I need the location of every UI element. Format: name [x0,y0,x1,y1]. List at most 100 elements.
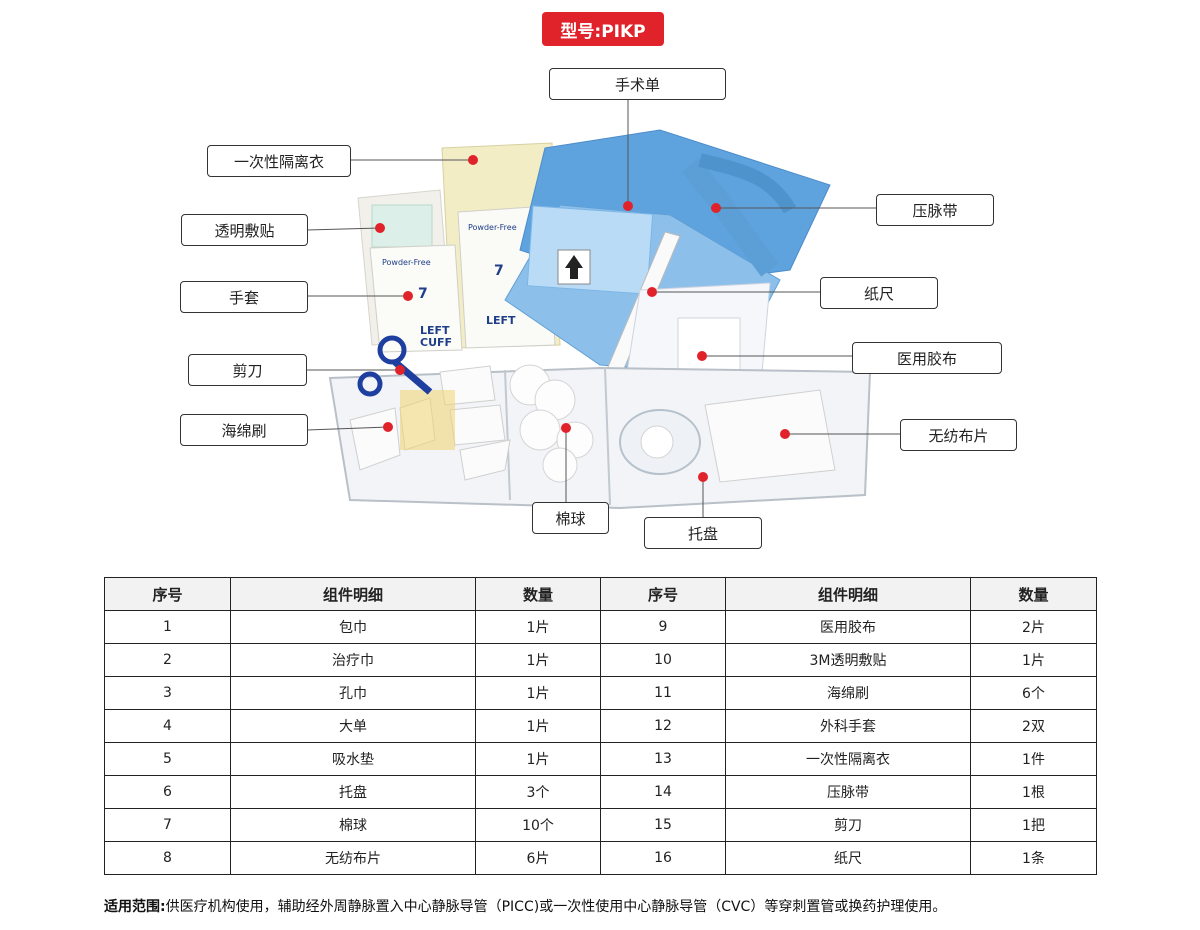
callout-scissors: 剪刀 [188,354,307,386]
callout-transparent-dressing: 透明敷贴 [181,214,308,246]
table-cell: 5 [104,742,231,776]
arrow-up-icon [565,255,583,279]
table-row: 1 包巾 1片 9 医用胶布 2片 [104,610,1097,644]
table-cell: 1片 [475,676,601,710]
table-cell: 1根 [970,775,1097,809]
callout-tray: 托盘 [644,517,762,549]
glove-print-powder-free-right: Powder-Free [468,223,517,232]
callout-gloves: 手套 [180,281,308,313]
table-cell: 剪刀 [725,808,971,842]
glove-print-cuff-line2: CUFF [420,336,452,349]
table-cell: 治疗巾 [230,643,476,677]
table-cell: 3个 [475,775,601,809]
table-cell: 2片 [970,610,1097,644]
bowl-cotton [640,425,674,459]
table-cell: 3 [104,676,231,710]
table-cell: 1条 [970,841,1097,875]
callout-nonwoven-piece: 无纺布片 [900,419,1017,451]
table-cell: 外科手套 [725,709,971,743]
table-row: 4 大单 1片 12 外科手套 2双 [104,709,1097,743]
left-glove-pack [369,244,463,353]
header-quantity: 数量 [970,577,1097,611]
scissors-handle-bottom [357,371,383,397]
usage-scope-label: 适用范围: [104,899,166,915]
table-cell: 1片 [970,643,1097,677]
cotton-balls [509,364,594,483]
table-cell: 1片 [475,742,601,776]
table-cell: 8 [104,841,231,875]
table-row: 3 孔巾 1片 11 海绵刷 6个 [104,676,1097,710]
usage-scope-text: 供医疗机构使用，辅助经外周静脉置入中心静脉导管（PICC)或一次性使用中心静脉导… [165,899,947,915]
table-cell: 大单 [230,709,476,743]
table-cell: 12 [600,709,726,743]
table-row: 6 托盘 3个 14 压脉带 1根 [104,775,1097,809]
table-cell: 托盘 [230,775,476,809]
table-cell: 1把 [970,808,1097,842]
header-component: 组件明细 [725,577,971,611]
table-cell: 吸水垫 [230,742,476,776]
table-row: 8 无纺布片 6片 16 纸尺 1条 [104,841,1097,875]
table-cell: 3M透明敷贴 [725,643,971,677]
callout-paper-ruler: 纸尺 [820,277,938,309]
table-cell: 2 [104,643,231,677]
callout-surgical-drape: 手术单 [549,68,726,100]
nonwoven-stack [704,389,836,483]
callout-cotton-ball: 棉球 [532,502,609,534]
glove-print-cuff-line1-right: LEFT [486,314,516,327]
table-cell: 1片 [475,643,601,677]
table-cell: 6片 [475,841,601,875]
tray-divider-1 [504,369,511,501]
table-cell: 6 [104,775,231,809]
table-cell: 医用胶布 [725,610,971,644]
table-cell: 棉球 [230,808,476,842]
table-cell: 4 [104,709,231,743]
marker-dots [375,155,790,482]
table-cell: 1件 [970,742,1097,776]
table-cell: 6个 [970,676,1097,710]
table-cell: 孔巾 [230,676,476,710]
tourniquet-strap [681,157,779,277]
table-cell: 10个 [475,808,601,842]
brush-handles [400,390,455,450]
usage-scope: 适用范围:供医疗机构使用，辅助经外周静脉置入中心静脉导管（PICC)或一次性使用… [104,896,946,916]
model-badge: 型号:PIKP [542,12,664,46]
tape-strips [677,317,741,371]
callout-isolation-gown: 一次性隔离衣 [207,145,351,177]
table-cell: 1片 [475,709,601,743]
glove-print-size-left: 7 [418,286,428,302]
tourniquet-loop [698,153,797,214]
callout-sponge-brush: 海绵刷 [180,414,308,446]
scissors-handle-top [377,335,407,365]
table-cell: 纸尺 [725,841,971,875]
leader-lines [306,99,900,517]
table-cell: 2双 [970,709,1097,743]
callout-tourniquet: 压脉带 [876,194,994,226]
table-cell: 无纺布片 [230,841,476,875]
table-row: 2 治疗巾 1片 10 3M透明敷贴 1片 [104,643,1097,677]
table-header-row: 序号 组件明细 数量 序号 组件明细 数量 [104,577,1097,611]
callout-medical-tape: 医用胶布 [852,342,1002,374]
header-quantity: 数量 [475,577,601,611]
table-cell: 14 [600,775,726,809]
table-row: 7 棉球 10个 15 剪刀 1把 [104,808,1097,842]
table-cell: 1片 [475,610,601,644]
tray-divider-2 [604,367,611,506]
table-cell: 16 [600,841,726,875]
glove-print-cuff-line1: LEFT [420,324,450,337]
table-cell: 海绵刷 [725,676,971,710]
table-cell: 10 [600,643,726,677]
table-cell: 9 [600,610,726,644]
table-cell: 一次性隔离衣 [725,742,971,776]
glove-print-size-right: 7 [494,263,504,279]
product-illustration: Powder-Free Powder-Free 7 7 LEFT CUFF LE… [306,99,900,517]
header-component: 组件明细 [230,577,476,611]
table-cell: 13 [600,742,726,776]
header-index: 序号 [104,577,231,611]
table-cell: 7 [104,808,231,842]
header-index: 序号 [600,577,726,611]
table-cell: 15 [600,808,726,842]
glove-print-powder-free-left: Powder-Free [382,258,431,267]
table-cell: 包巾 [230,610,476,644]
table-cell: 11 [600,676,726,710]
component-table: 序号 组件明细 数量 序号 组件明细 数量 1 包巾 1片 9 医用胶布 2片 … [104,577,1097,875]
